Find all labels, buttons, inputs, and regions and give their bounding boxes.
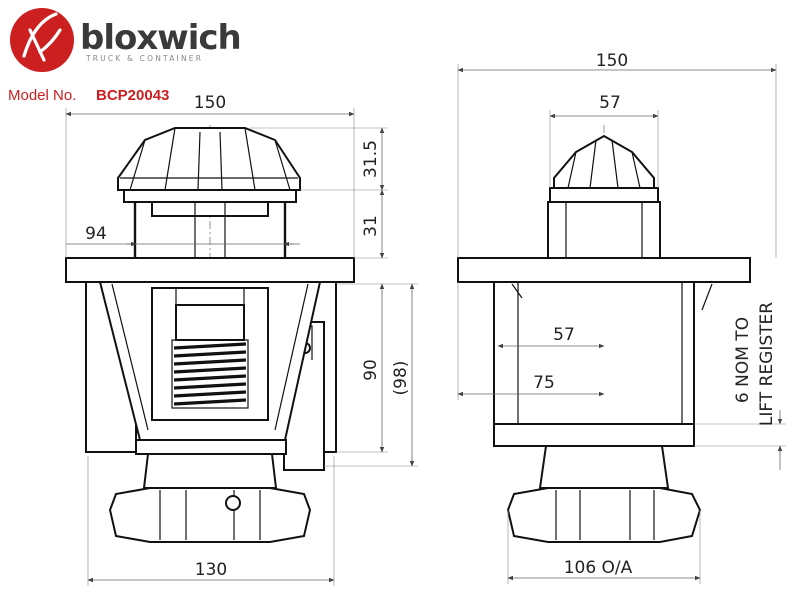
dim-front-inner-width: 94 [85,224,107,244]
dim-front-cap-height: 31.5 [361,140,381,178]
brand-tagline: TRUCK & CONTAINER [85,54,203,63]
lift-note-line1: 6 NOM TO [733,317,753,403]
dim-side-cap-width: 57 [599,93,621,113]
dim-front-body-height-ref: (98) [391,361,411,396]
model-number: Model No. BCP20043 [8,87,169,104]
dim-side-inner-75: 75 [533,373,555,393]
dim-front-base-width: 130 [195,560,227,580]
model-label: Model No. [8,87,76,104]
dim-front-body-height: 90 [361,359,381,381]
dim-side-width-top: 150 [596,51,628,71]
side-view [457,125,751,543]
dim-front-width-top: 150 [194,93,226,113]
lift-note-line2: LIFT REGISTER [757,302,777,426]
brand-name: bloxwich [80,18,241,58]
model-value: BCP20043 [96,87,169,104]
front-view [65,125,355,543]
front-dimensions: 150 31.5 31 94 90 (98) 130 [65,93,418,586]
dim-side-base-width: 106 O/A [564,558,633,578]
spring-icon [171,339,249,409]
dim-front-neck-height: 31 [361,215,381,237]
dim-side-inner-57: 57 [553,325,575,345]
side-dimensions: 150 57 57 75 6 NOM TO LIFT REGISTER 106 … [457,51,786,584]
brand-logo: bloxwich TRUCK & CONTAINER [10,8,242,72]
logo-mark-icon [10,8,74,72]
